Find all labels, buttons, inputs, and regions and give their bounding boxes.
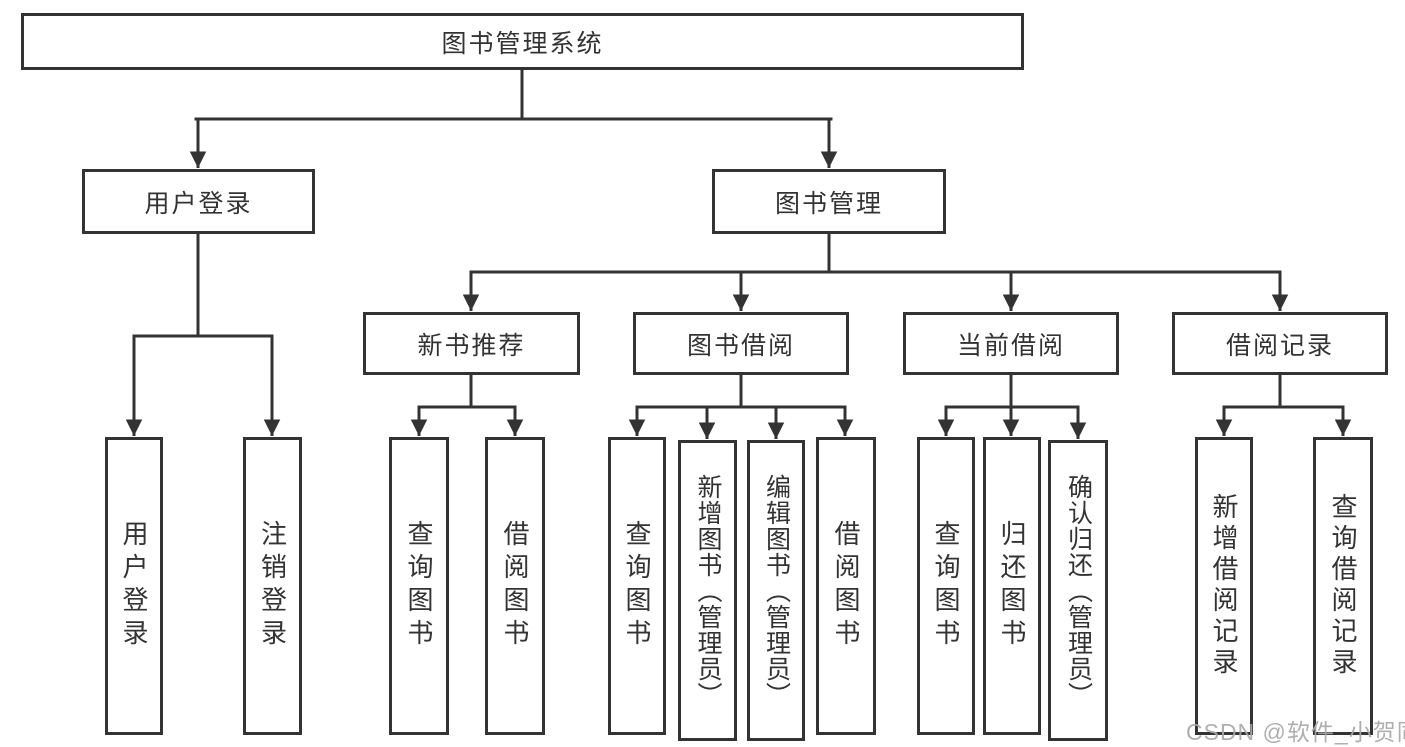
csdn-watermark: CSDN @软件_小贺同学: [1186, 719, 1405, 745]
node-leaf-query-books-2: 查询图书: [608, 437, 666, 735]
node-label: 确认归还（管理员）: [1064, 473, 1093, 708]
node-leaf-return-books: 归还图书: [983, 437, 1041, 735]
node-leaf-logout: 注销登录: [243, 437, 302, 735]
node-leaf-query-books-1: 查询图书: [389, 437, 449, 735]
node-leaf-confirm-return-admin: 确认归还（管理员）: [1048, 440, 1108, 741]
connector-book-borrow-branch: [628, 374, 854, 439]
node-book-borrowing: 图书借阅: [633, 312, 849, 375]
node-label: 归还图书: [997, 520, 1027, 652]
node-label: 用户登录: [119, 520, 149, 652]
node-leaf-add-books-admin: 新增图书（管理员）: [678, 440, 737, 741]
node-label: 查询图书: [622, 520, 652, 652]
node-borrow-records: 借阅记录: [1172, 312, 1388, 375]
node-leaf-query-borrow-record: 查询借阅记录: [1313, 437, 1373, 735]
node-leaf-borrow-books-1: 借阅图书: [485, 437, 545, 735]
node-leaf-user-login: 用户登录: [105, 437, 163, 735]
node-user-login: 用户登录: [82, 169, 315, 234]
node-leaf-edit-books-admin: 编辑图书（管理员）: [747, 440, 805, 741]
connector-root-branch: [189, 68, 838, 168]
node-label: 查询图书: [404, 520, 434, 652]
node-leaf-query-books-3: 查询图书: [917, 437, 975, 735]
node-current-borrowing: 当前借阅: [903, 312, 1119, 375]
connector-current-borrow-branch: [937, 374, 1087, 439]
node-new-book-recommend: 新书推荐: [363, 312, 580, 375]
connector-user-login-branch: [125, 232, 281, 436]
node-library-system: 图书管理系统: [21, 13, 1024, 70]
node-label: 编辑图书（管理员）: [762, 473, 791, 708]
node-leaf-add-borrow-record: 新增借阅记录: [1195, 437, 1253, 735]
node-label: 查询借阅记录: [1328, 493, 1358, 679]
node-label: 借阅图书: [831, 520, 861, 652]
node-label: 查询图书: [931, 520, 961, 652]
node-label: 新增图书（管理员）: [694, 473, 722, 708]
node-label: 借阅图书: [500, 520, 530, 652]
node-label: 注销登录: [257, 520, 288, 652]
node-label: 新增借阅记录: [1209, 493, 1239, 679]
connector-book-mgmt-branch: [462, 232, 1289, 311]
connector-new-book-branch: [410, 374, 524, 436]
connector-borrow-record-branch: [1215, 374, 1352, 436]
node-book-management: 图书管理: [712, 169, 946, 234]
node-leaf-borrow-books-2: 借阅图书: [816, 437, 876, 735]
